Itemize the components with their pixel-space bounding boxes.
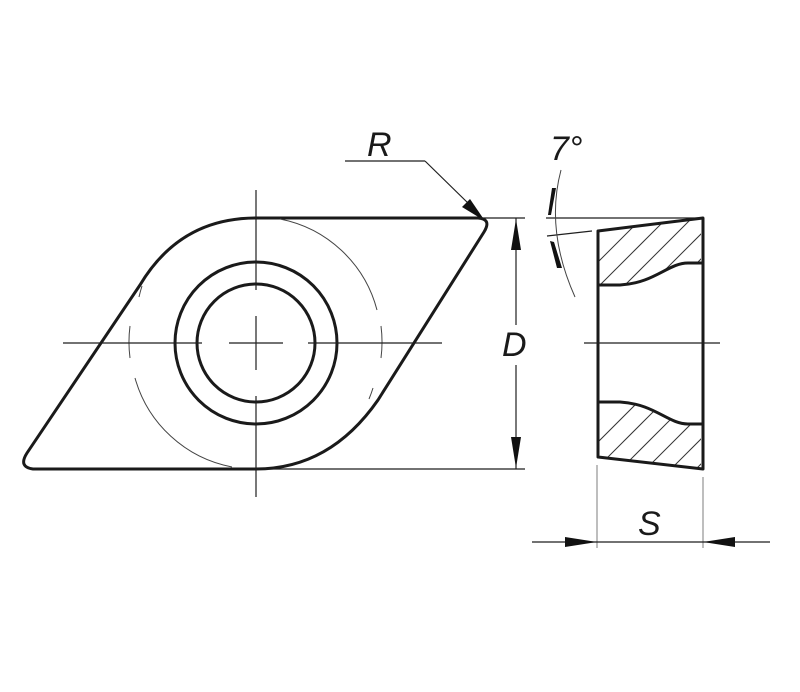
- inscribed-circle-tick-lower-right: [368, 387, 374, 400]
- diameter-dimension: D: [265, 217, 527, 470]
- inscribed-circle-arc-lower: [134, 377, 233, 468]
- section-view: [584, 216, 720, 471]
- front-centerlines: [63, 190, 442, 497]
- angle-dimension: 7°: [546, 130, 702, 298]
- hatching-lower: [598, 402, 701, 468]
- section-outline: [596, 216, 705, 471]
- inscribed-circle-tick-right: [380, 325, 383, 359]
- thickness-label: S: [638, 505, 661, 543]
- angle-label: 7°: [550, 130, 583, 168]
- thickness-dimension: S: [532, 465, 770, 548]
- inscribed-circle-tick-left: [128, 325, 131, 359]
- front-view: [22, 190, 489, 497]
- inscribed-circle-tick-upper-left: [138, 285, 143, 298]
- inscribed-circle-arc-upper: [279, 218, 378, 311]
- hole-profile-upper: [596, 261, 705, 287]
- hole-profile-lower: [596, 400, 705, 426]
- radius-callout: R: [345, 126, 485, 221]
- diameter-label: D: [502, 326, 527, 364]
- radius-label: R: [367, 126, 392, 164]
